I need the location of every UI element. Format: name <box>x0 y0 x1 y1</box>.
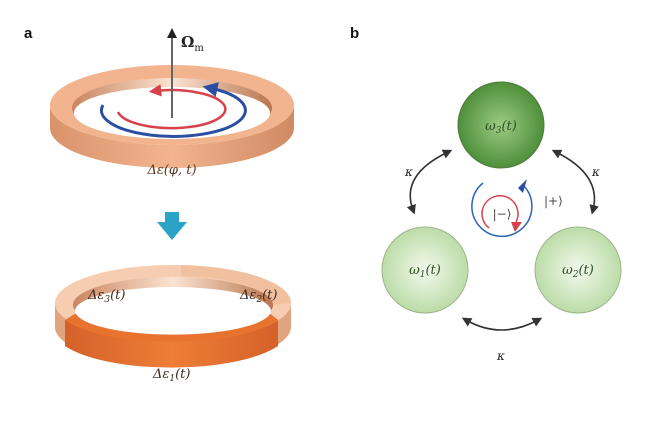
coupling-label-right: κ <box>591 165 600 179</box>
bottom-ring-hole <box>75 287 271 335</box>
counterclockwise-arrow <box>99 82 247 138</box>
minus-mode-label: |−⟩ <box>493 207 512 221</box>
coupling-arrow-12 <box>461 317 543 331</box>
minus-mode-arrowhead-icon <box>511 222 522 232</box>
segment-1-label: Δε1(t) <box>152 367 190 384</box>
resonator-2 <box>534 226 622 314</box>
minus-mode-circle <box>481 195 519 229</box>
coupling-label-left: κ <box>404 165 413 179</box>
coupling-arrow-32 <box>551 149 599 215</box>
omega-m-label: Ωm <box>181 33 204 54</box>
segment-2-label: Δε2(t) <box>239 288 277 305</box>
axis-arrowhead-icon <box>167 28 177 38</box>
panel-a-label: a <box>24 25 33 42</box>
top-ring <box>50 28 294 168</box>
resonator-3-label: ω3(t) <box>485 119 517 136</box>
bottom-ring <box>55 265 292 368</box>
segment-1-side <box>65 320 278 368</box>
segment-1-rim <box>65 314 278 342</box>
resonator-1 <box>381 226 469 314</box>
omega-subscript: m <box>194 43 204 54</box>
clockwise-arrow <box>116 84 227 130</box>
resonator-2-label: ω2(t) <box>562 263 594 280</box>
segment-2-face <box>181 265 292 305</box>
ring-perturbation-label: Δε(φ, t) <box>146 163 196 178</box>
plus-mode-circle <box>471 182 533 238</box>
plus-mode-arrowhead-icon <box>518 179 527 193</box>
plus-mode-label: |+⟩ <box>544 194 563 208</box>
resonator-1-label: ω1(t) <box>409 263 441 280</box>
coupling-arrow-31 <box>406 149 453 215</box>
panel-b-label: b <box>350 25 359 42</box>
transform-arrow-icon <box>157 212 187 240</box>
coupling-label-bottom: κ <box>496 349 505 363</box>
resonator-3 <box>457 81 545 169</box>
top-ring-side <box>50 105 294 168</box>
omega-symbol: Ω <box>181 33 194 51</box>
segment-3-label: Δε3(t) <box>87 288 125 305</box>
